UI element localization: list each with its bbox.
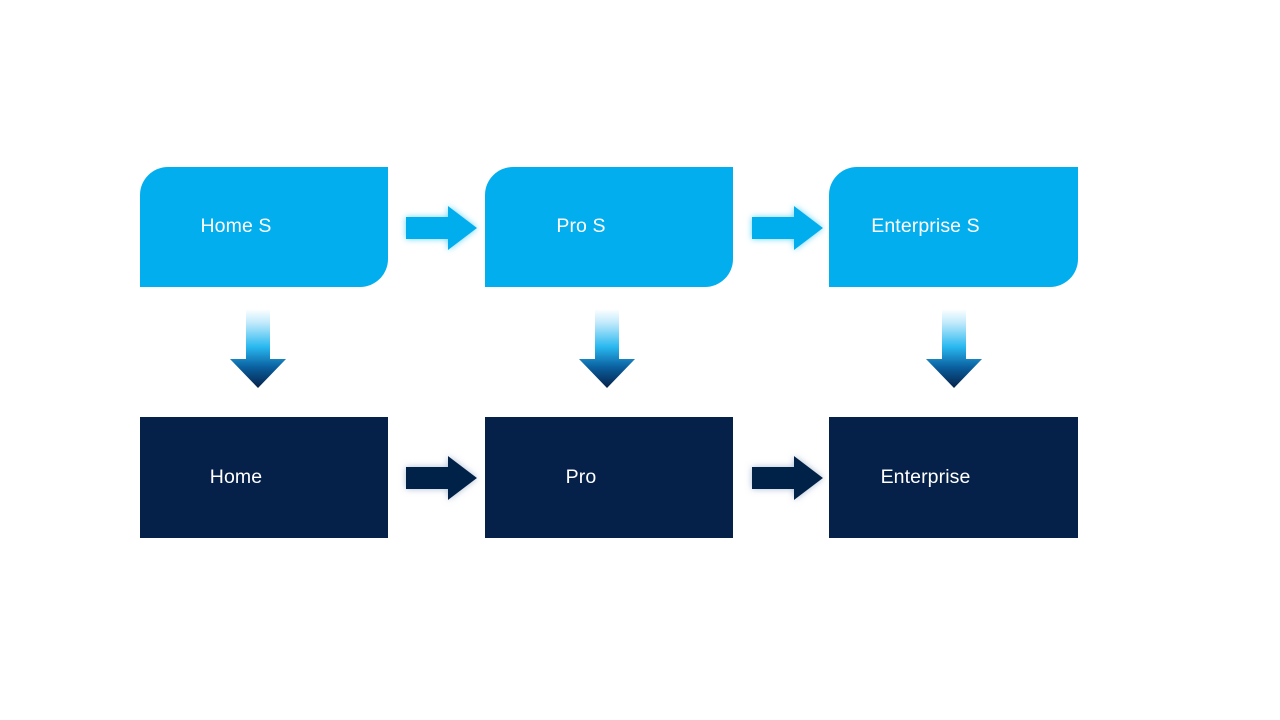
arrow-right-icon-pro-s-to-enterprise-s (752, 205, 824, 251)
arrow-right-icon-home-to-pro (406, 455, 478, 501)
arrow-down-icon-home-s-to-home (229, 309, 287, 389)
arrow-down-icon-enterprise-s-to-enterprise (925, 309, 983, 389)
node-home-s-label: Home S (200, 215, 272, 238)
node-pro-s-label: Pro S (556, 215, 606, 238)
node-enterprise-s[interactable]: Enterprise S (829, 167, 1078, 287)
node-enterprise[interactable]: Enterprise (829, 417, 1078, 538)
arrow-down-icon-pro-s-to-pro (578, 309, 636, 389)
node-pro[interactable]: Pro (485, 417, 733, 538)
arrow-right-icon-pro-to-enterprise (752, 455, 824, 501)
node-pro-label: Pro (565, 465, 597, 488)
node-enterprise-s-label: Enterprise S (871, 215, 980, 238)
node-enterprise-label: Enterprise (880, 465, 971, 488)
node-pro-s[interactable]: Pro S (485, 167, 733, 287)
node-home-s[interactable]: Home S (140, 167, 388, 287)
node-home-label: Home (209, 465, 263, 488)
arrow-right-icon-home-s-to-pro-s (406, 205, 478, 251)
node-home[interactable]: Home (140, 417, 388, 538)
